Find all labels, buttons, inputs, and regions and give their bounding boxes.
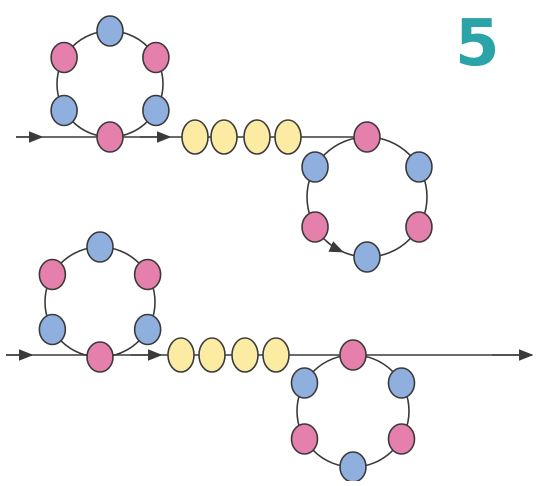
top-row-lower-ring-bead — [301, 211, 329, 243]
bottom-row-lower-ring-bead — [387, 423, 416, 455]
bottom-row-upper-ring — [38, 231, 162, 373]
top-row-lower-ring-bead — [353, 241, 381, 273]
bottom-row-lower-ring-bead — [290, 423, 319, 455]
top-row-lower-ring-bead — [353, 121, 381, 153]
bottom-row-upper-ring-bead — [86, 341, 114, 373]
chain-bead — [231, 337, 259, 373]
bottom-row-upper-ring-bead — [38, 313, 67, 346]
chain-bead — [243, 119, 271, 155]
top-row-lower-ring-bead — [301, 151, 329, 183]
top-row-upper-ring-bead — [96, 121, 124, 153]
top-row-upper-ring-bead — [142, 94, 170, 127]
top-row-lower-ring — [301, 121, 433, 273]
bottom-row-upper-ring-bead — [133, 313, 162, 346]
bottom-row-lower-ring-bead — [290, 367, 319, 399]
bottom-row-lower-ring-bead — [387, 367, 416, 399]
top-row-upper-ring — [50, 15, 170, 153]
bottom-row-upper-ring-bead — [38, 258, 67, 291]
bottom-row-lower-ring — [290, 339, 416, 483]
top-row-lower-ring-bead — [405, 211, 433, 243]
chain-bead — [274, 119, 302, 155]
top-row-lower-ring-direction-arrow — [326, 240, 344, 253]
top-row-upper-ring-bead — [96, 15, 124, 47]
bottom-row-lower-ring-bead — [339, 339, 367, 371]
top-row-lower-ring-circle — [306, 136, 428, 258]
chain-bead — [167, 337, 195, 373]
chain-bead — [210, 119, 238, 155]
top-row-upper-ring-bead — [50, 94, 78, 127]
bottom-row-yellow-chain — [167, 337, 290, 373]
top-row-lower-ring-bead — [405, 151, 433, 183]
top-row-yellow-chain — [181, 119, 302, 155]
bottom-row-upper-ring-bead — [133, 258, 162, 291]
top-row-upper-ring-bead — [142, 41, 170, 74]
chain-bead — [198, 337, 226, 373]
bottom-row-upper-ring-bead — [86, 231, 114, 263]
bottom-row-lower-ring-bead — [339, 451, 367, 483]
chain-bead — [262, 337, 290, 373]
step-number: 5 — [455, 7, 500, 81]
top-row-upper-ring-bead — [50, 41, 78, 74]
chain-bead — [181, 119, 209, 155]
